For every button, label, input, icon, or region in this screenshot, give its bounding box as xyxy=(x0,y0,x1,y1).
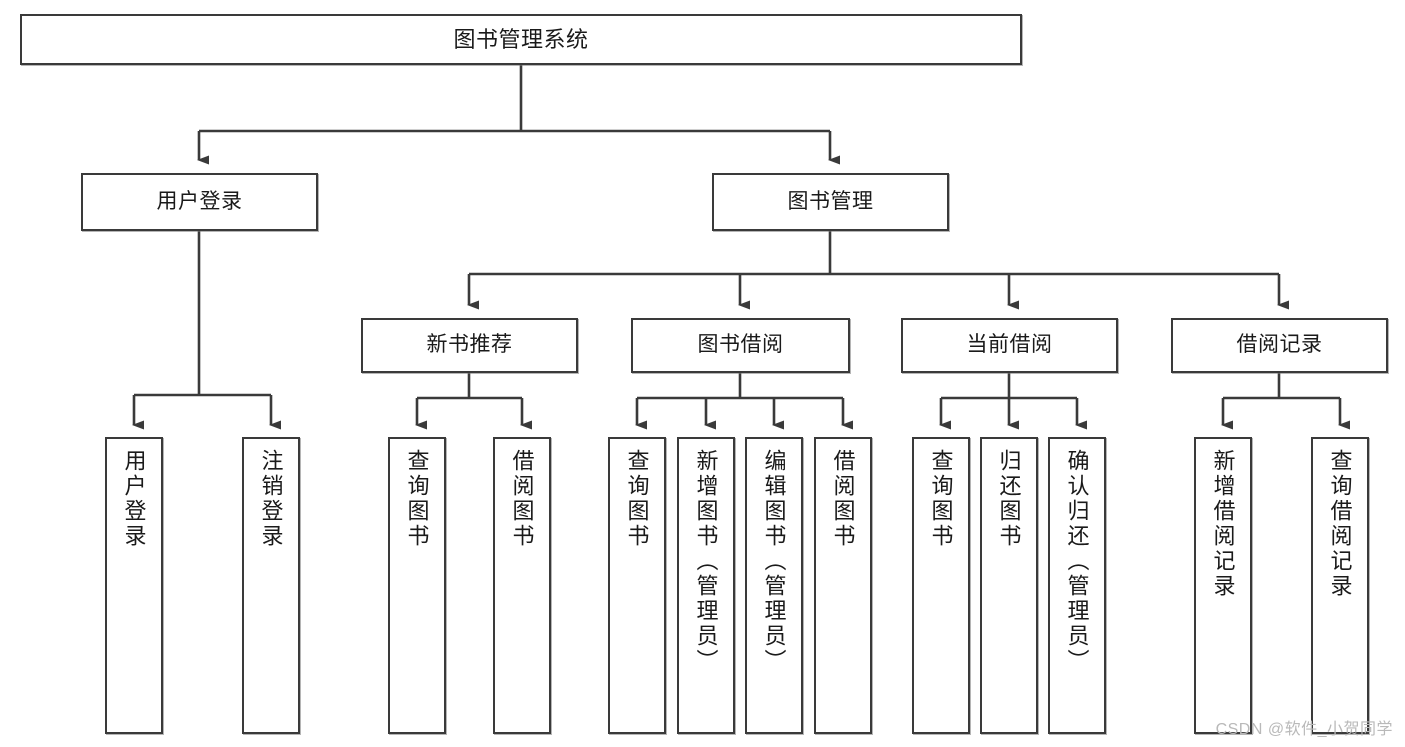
leaf-query-book-borrow[interactable]: 查询图书 xyxy=(608,437,666,734)
node-label: 查询借阅记录 xyxy=(1327,449,1353,599)
node-label: 查询图书 xyxy=(404,449,430,549)
node-borrow-record[interactable]: 借阅记录 xyxy=(1171,318,1388,373)
node-label: 借阅图书 xyxy=(509,449,535,549)
node-user-login[interactable]: 用户登录 xyxy=(81,173,318,231)
node-label: 当前借阅 xyxy=(966,333,1053,357)
node-new-book-recommend[interactable]: 新书推荐 xyxy=(361,318,578,373)
node-label: 注销登录 xyxy=(258,449,284,549)
leaf-add-book-admin[interactable]: 新增图书（管理员） xyxy=(677,437,735,734)
node-label: 新增图书（管理员） xyxy=(693,449,719,674)
node-label: 借阅记录 xyxy=(1236,333,1323,357)
node-label: 查询图书 xyxy=(928,449,954,549)
leaf-query-borrow-record[interactable]: 查询借阅记录 xyxy=(1311,437,1369,734)
leaf-confirm-return-admin[interactable]: 确认归还（管理员） xyxy=(1048,437,1106,734)
node-label: 确认归还（管理员） xyxy=(1064,449,1090,674)
node-label: 新增借阅记录 xyxy=(1210,449,1236,599)
node-book-management[interactable]: 图书管理 xyxy=(712,173,949,231)
leaf-borrow-book-recommend[interactable]: 借阅图书 xyxy=(493,437,551,734)
leaf-query-book-recommend[interactable]: 查询图书 xyxy=(388,437,446,734)
node-book-management-system[interactable]: 图书管理系统 xyxy=(20,14,1022,65)
leaf-edit-book-admin[interactable]: 编辑图书（管理员） xyxy=(745,437,803,734)
node-book-borrow[interactable]: 图书借阅 xyxy=(631,318,850,373)
leaf-logout[interactable]: 注销登录 xyxy=(242,437,300,734)
node-label: 用户登录 xyxy=(156,189,243,213)
watermark-text: CSDN @软件_小贺同学 xyxy=(1215,721,1393,738)
leaf-borrow-book[interactable]: 借阅图书 xyxy=(814,437,872,734)
node-label: 图书管理 xyxy=(787,189,874,213)
leaf-return-book[interactable]: 归还图书 xyxy=(980,437,1038,734)
leaf-query-book-current[interactable]: 查询图书 xyxy=(912,437,970,734)
node-label: 用户登录 xyxy=(121,449,147,549)
node-label: 查询图书 xyxy=(624,449,650,549)
node-label: 归还图书 xyxy=(996,449,1022,549)
node-label: 图书借阅 xyxy=(697,333,784,357)
node-label: 新书推荐 xyxy=(426,333,513,357)
node-label: 借阅图书 xyxy=(830,449,856,549)
node-current-borrow[interactable]: 当前借阅 xyxy=(901,318,1118,373)
leaf-user-login[interactable]: 用户登录 xyxy=(105,437,163,734)
node-label: 图书管理系统 xyxy=(453,26,589,52)
leaf-add-borrow-record[interactable]: 新增借阅记录 xyxy=(1194,437,1252,734)
node-label: 编辑图书（管理员） xyxy=(761,449,787,674)
